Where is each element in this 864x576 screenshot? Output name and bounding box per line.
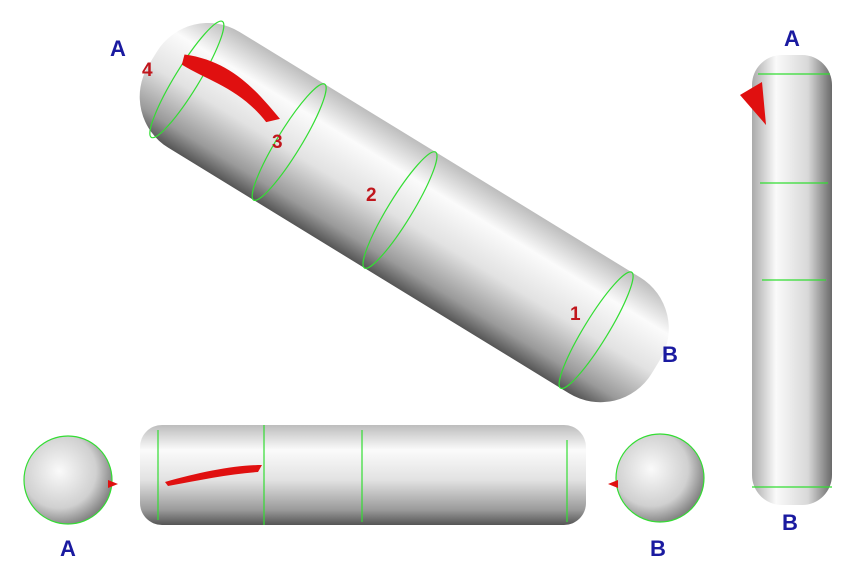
section-label-3: 3 [272, 132, 283, 153]
end-view-a [23, 435, 118, 525]
damage-tear-side [740, 82, 766, 125]
main-cylinder-view [139, 20, 669, 403]
main-end-b-label: B [662, 342, 678, 367]
section-label-2: 2 [366, 185, 377, 206]
bottom-cylinder-view [140, 425, 586, 525]
section-label-4: 4 [142, 60, 153, 81]
section-label-1: 1 [570, 304, 581, 325]
main-end-a-label: A [110, 36, 126, 61]
damage-tear [181, 54, 280, 123]
end-a-label: A [60, 536, 76, 561]
end-b-label: B [650, 536, 666, 561]
end-view-b [608, 433, 705, 523]
side-bottom-b-label: B [782, 510, 798, 535]
side-top-a-label: A [784, 26, 800, 51]
side-cylinder-view [740, 55, 832, 505]
